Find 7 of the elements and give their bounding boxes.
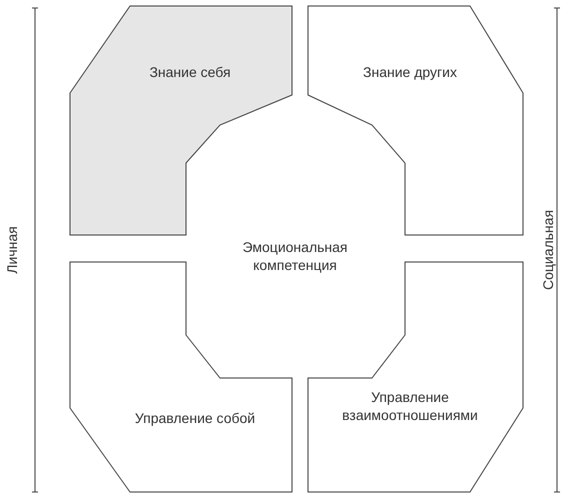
node-label: Управление собой xyxy=(134,409,256,427)
node-label: Управление взаимоотношениями xyxy=(341,388,479,424)
node-label: Знание других xyxy=(362,63,458,81)
side-label: Личная xyxy=(4,226,20,274)
node-label: Эмоциональная компетенция xyxy=(241,238,349,274)
side-label: Социальная xyxy=(540,210,556,290)
node-label: Знание себя xyxy=(148,63,232,81)
